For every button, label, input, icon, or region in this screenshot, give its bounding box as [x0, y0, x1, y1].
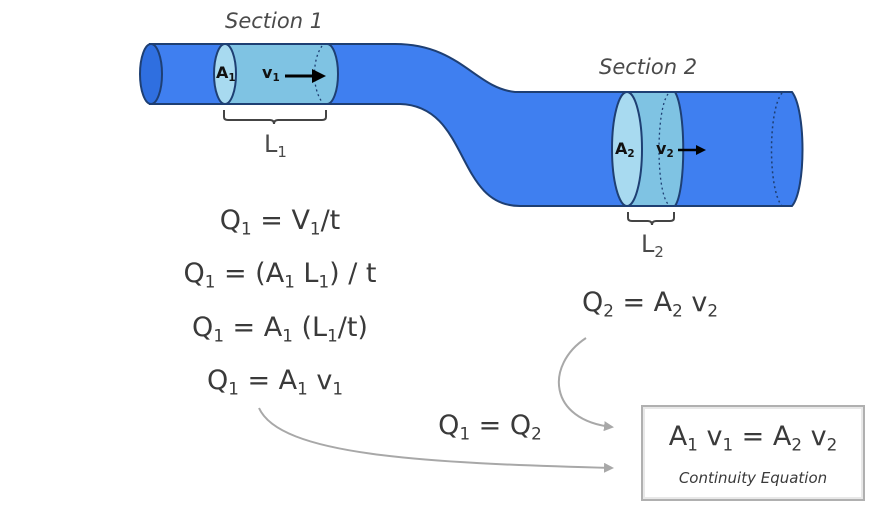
equation-q1-equals-q2: Q1 = Q2 [438, 410, 542, 444]
arrow-q1-to-result [258, 407, 614, 473]
length1-label: L1 [264, 130, 287, 161]
section1-area-label: A1 [216, 63, 236, 85]
length2-brace [627, 212, 675, 226]
velocity1-arrow-icon [285, 69, 326, 83]
arrow-q2-to-result [558, 337, 614, 432]
section2-area-label: A2 [615, 139, 635, 161]
length1-brace [223, 110, 327, 125]
equation-q1-area-times-length-rate: Q1 = A1 (L1/t) [192, 312, 368, 346]
velocity2-arrow-icon [678, 145, 706, 155]
equation-q2-area-velocity: Q2 = A2 v2 [581, 287, 719, 321]
section1-velocity-label: v1 [262, 63, 280, 85]
section1-area-face [213, 43, 237, 105]
equation-q1-area-velocity: Q1 = A1 v1 [206, 365, 344, 399]
section2-velocity-label: v2 [656, 139, 674, 161]
section1-title: Section 1 [225, 9, 324, 33]
equation-q1-area-length-over-time: Q1 = (A1 L1) / t [183, 258, 377, 292]
continuity-equation: A1 v1 = A2 v2 [668, 421, 838, 455]
continuity-equation-caption: Continuity Equation [678, 469, 828, 487]
continuity-equation-box: A1 v1 = A2 v2 Continuity Equation [641, 405, 865, 501]
pipe-inlet-opening [139, 43, 163, 105]
section1-volume [213, 43, 339, 105]
section2-area-face [611, 91, 643, 207]
equation-q1-volume-over-time: Q1 = V1/t [219, 205, 341, 239]
length2-label: L2 [641, 230, 664, 261]
section2-title: Section 2 [599, 55, 698, 79]
section2-volume [611, 91, 685, 207]
